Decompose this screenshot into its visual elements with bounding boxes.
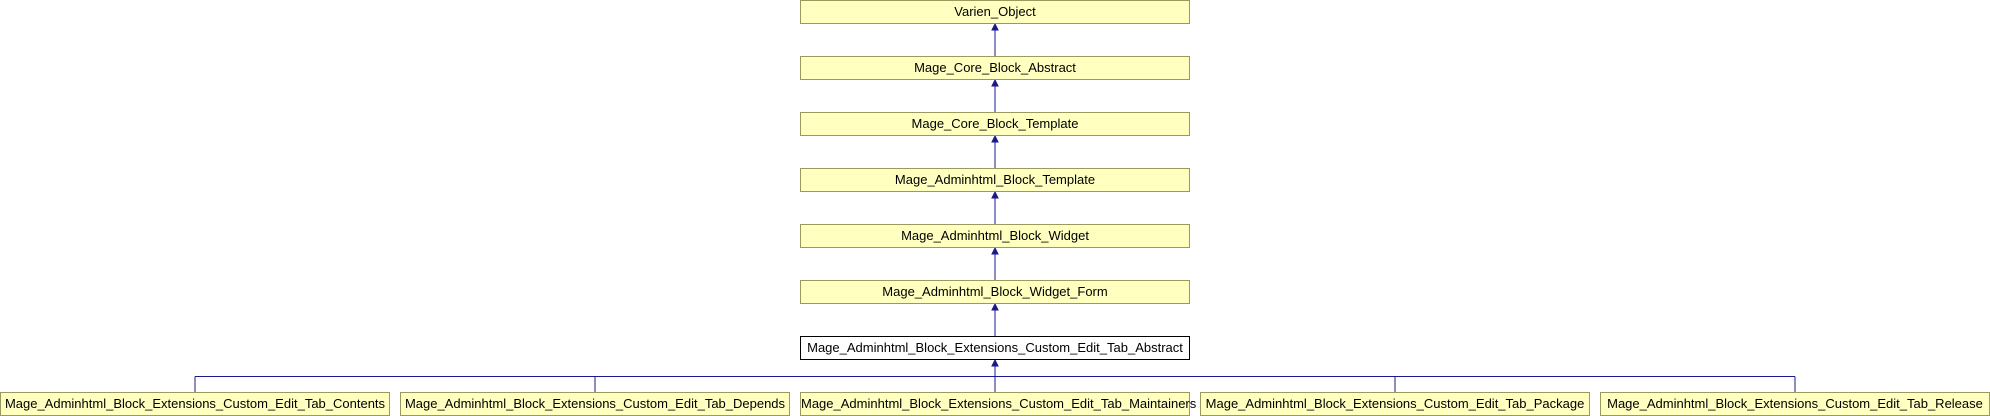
arrowhead-icon bbox=[991, 22, 999, 31]
node-mage-adminhtml-block-template[interactable]: Mage_Adminhtml_Block_Template bbox=[800, 168, 1190, 192]
arrowhead-icon bbox=[991, 134, 999, 143]
arrowhead-icon bbox=[991, 358, 999, 367]
node-mage-core-block-abstract[interactable]: Mage_Core_Block_Abstract bbox=[800, 56, 1190, 80]
arrowhead-icon bbox=[991, 78, 999, 87]
node-varien-object[interactable]: Varien_Object bbox=[800, 0, 1190, 24]
arrowhead-icon bbox=[991, 302, 999, 311]
node-tab-maintainers[interactable]: Mage_Adminhtml_Block_Extensions_Custom_E… bbox=[800, 392, 1196, 416]
node-tab-abstract-current: Mage_Adminhtml_Block_Extensions_Custom_E… bbox=[800, 336, 1190, 360]
node-tab-package[interactable]: Mage_Adminhtml_Block_Extensions_Custom_E… bbox=[1200, 392, 1590, 416]
node-mage-core-block-template[interactable]: Mage_Core_Block_Template bbox=[800, 112, 1190, 136]
node-tab-release[interactable]: Mage_Adminhtml_Block_Extensions_Custom_E… bbox=[1600, 392, 1990, 416]
node-tab-depends[interactable]: Mage_Adminhtml_Block_Extensions_Custom_E… bbox=[400, 392, 790, 416]
node-mage-adminhtml-block-widget[interactable]: Mage_Adminhtml_Block_Widget bbox=[800, 224, 1190, 248]
node-mage-adminhtml-block-widget-form[interactable]: Mage_Adminhtml_Block_Widget_Form bbox=[800, 280, 1190, 304]
arrowhead-icon bbox=[991, 246, 999, 255]
arrowhead-icon bbox=[991, 190, 999, 199]
node-tab-contents[interactable]: Mage_Adminhtml_Block_Extensions_Custom_E… bbox=[0, 392, 390, 416]
